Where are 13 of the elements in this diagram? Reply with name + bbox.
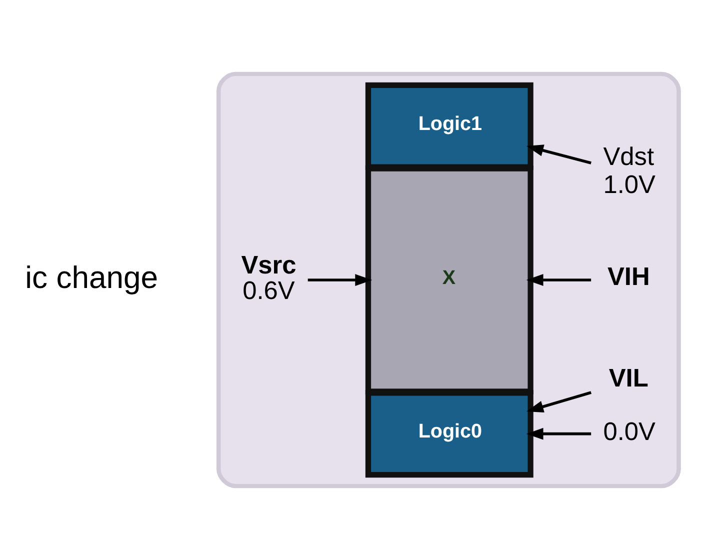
node-text: VIH (607, 262, 650, 291)
node-label: Vdst (603, 142, 654, 171)
node-box: Logic0 (365, 390, 534, 478)
arrow (526, 391, 592, 412)
arrow (526, 144, 592, 164)
node-text: 1.0V (603, 171, 656, 200)
label: ic change (25, 260, 158, 295)
arrow (526, 274, 592, 286)
arrow (526, 428, 592, 440)
node-text: 0.0V (603, 418, 656, 446)
node-text: VIL (608, 364, 648, 392)
arrow (308, 274, 372, 286)
cluster (216, 72, 681, 488)
